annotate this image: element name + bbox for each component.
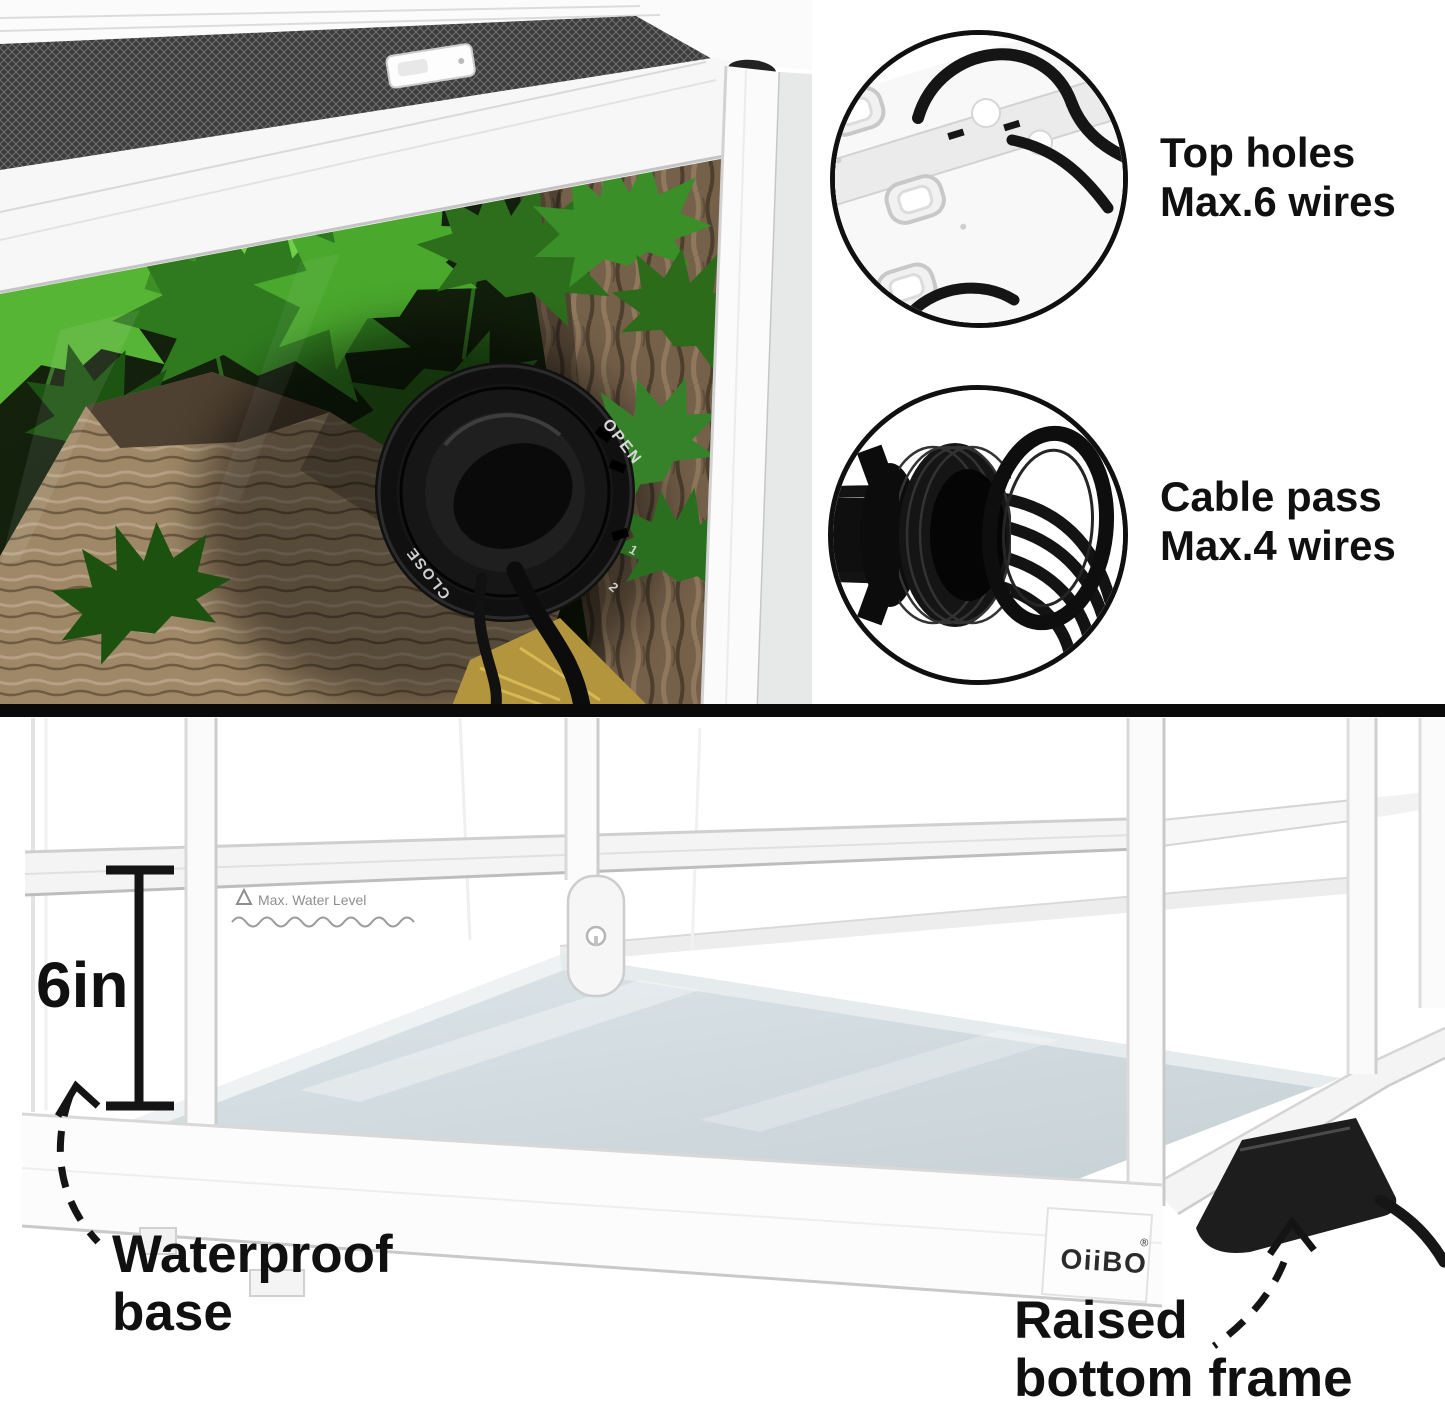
mesh-screen	[0, 16, 714, 176]
label-raised-bottom-frame: Raised bottom frame	[1014, 1292, 1353, 1402]
callout-line: Max.4 wires	[1160, 522, 1396, 569]
water-level-label: Max. Water Level	[231, 887, 415, 928]
base-side-rail	[1152, 1028, 1445, 1214]
heat-mat[interactable]	[1196, 1118, 1445, 1268]
lock-tab[interactable]	[566, 874, 626, 998]
cable-pass-port[interactable]: OPEN CLOSE 1 2	[375, 362, 645, 622]
straw-patch	[452, 618, 648, 706]
callout-circle-cable-pass	[828, 385, 1128, 685]
callout-line: Cable pass	[1160, 473, 1382, 520]
svg-text:®: ®	[1140, 1237, 1149, 1249]
callout-line: Max.6 wires	[1160, 178, 1396, 225]
terrarium-top-photo: OPEN CLOSE 1 2	[0, 0, 812, 715]
callout-line: Top holes	[1160, 129, 1356, 176]
brand-logo: OiiBO ®	[1040, 1206, 1154, 1304]
section-divider	[0, 704, 1445, 717]
top-latch[interactable]	[385, 43, 476, 89]
callout-label-top-holes: Top holes Max.6 wires	[1160, 128, 1396, 226]
measure-bracket	[106, 865, 174, 1111]
label-line: bottom frame	[1014, 1349, 1353, 1402]
label-line: base	[112, 1283, 233, 1342]
label-line: Raised	[1014, 1291, 1188, 1350]
label-line: Waterproof	[112, 1225, 393, 1284]
door-rail[interactable]	[24, 790, 1445, 897]
base-frame-band	[21, 1112, 1163, 1308]
cable-pass-rings	[833, 425, 1115, 631]
warning-triangle-icon	[235, 887, 253, 905]
svg-text:OiiBO: OiiBO	[1060, 1243, 1149, 1279]
back-bottom-rail	[560, 876, 1368, 962]
callout-label-cable-pass: Cable pass Max.4 wires	[1160, 472, 1396, 570]
top-frame	[0, 0, 812, 294]
port-wires	[473, 561, 591, 715]
svg-text:Max. Water Level: Max. Water Level	[258, 892, 366, 908]
wavy-line	[231, 916, 415, 928]
heat-mat-cable	[1374, 1194, 1445, 1268]
frame-post	[184, 718, 1445, 1206]
callout-circle-top-holes	[830, 30, 1128, 328]
dashed-arrow-waterproof	[54, 1080, 101, 1245]
wire-clip	[884, 174, 946, 225]
height-label: 6in	[36, 949, 129, 1021]
terrarium-base-photo: Max. Water Level OiiBO ®	[0, 717, 1445, 1402]
glass-edge-sliver	[758, 72, 812, 706]
label-waterproof-base: Waterproof base	[112, 1226, 393, 1342]
dashed-arrow-raised	[1211, 1216, 1317, 1349]
